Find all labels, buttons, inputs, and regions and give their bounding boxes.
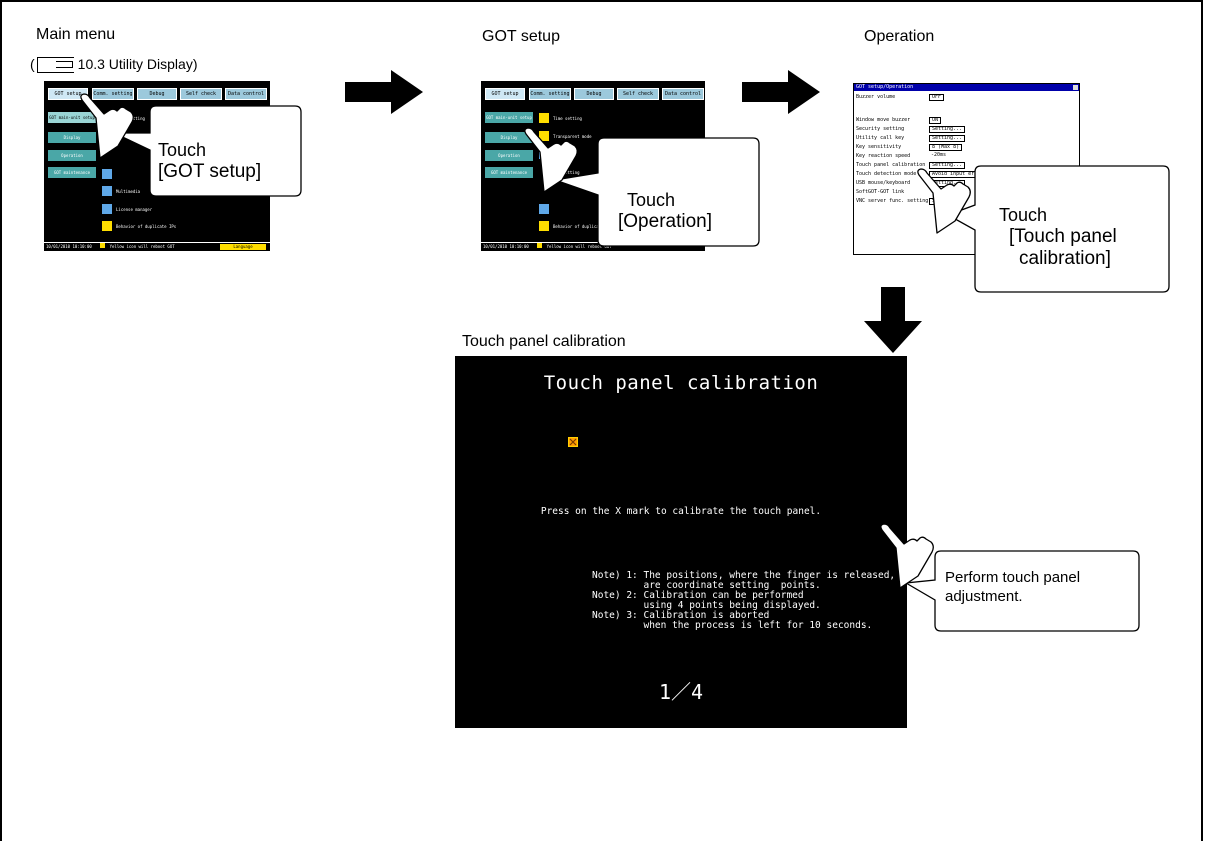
got-setup-label: GOT setup [482, 28, 560, 45]
arrow-right-icon [345, 70, 423, 114]
operation-titlebar: GOT setup/Operation [854, 84, 1079, 91]
x-mark-target-icon[interactable] [568, 437, 578, 447]
calibration-title: Touch panel calibration [543, 372, 819, 394]
arrow-down-icon [864, 287, 922, 353]
reference-link[interactable]: (10.3 Utility Display) [30, 56, 198, 74]
menu-item-time-setting[interactable]: Time setting [553, 116, 582, 121]
security-setting-button[interactable]: Setting... [929, 126, 966, 133]
tab-self-check[interactable]: Self check [180, 88, 222, 100]
calibration-instruction: Press on the X mark to calibrate the tou… [540, 506, 822, 517]
window-buzzer-button[interactable]: ON [929, 117, 942, 124]
tab-data-control[interactable]: Data control [662, 88, 704, 100]
close-icon[interactable] [1073, 85, 1078, 90]
menu-item-vnc[interactable]: VNC setting [553, 170, 580, 175]
calibration-screen: Touch panel calibration Press on the X m… [455, 356, 907, 728]
arrow-right-icon [742, 70, 820, 114]
duplicate-ip-icon [102, 221, 112, 231]
callout-1-text: Touch[GOT setup] [158, 140, 262, 182]
clean-icon [539, 149, 549, 159]
menu-item-clean[interactable]: Clean [553, 152, 566, 157]
side-display[interactable]: Display [485, 132, 533, 143]
buzzer-volume-button[interactable]: OFF [929, 94, 945, 101]
menu-item-license[interactable]: License manager [116, 207, 153, 212]
side-got-maintenance[interactable]: GOT maintenance [485, 167, 533, 178]
vnc-server-button[interactable]: Setting... [929, 198, 966, 205]
multimedia-icon [102, 186, 112, 196]
status-bar: 10/01/2010 10:10:00 Yellow icon will reb… [44, 242, 270, 251]
operation-label: Operation [864, 28, 935, 45]
tab-data-control[interactable]: Data control [225, 88, 267, 100]
side-display[interactable]: Display [48, 132, 96, 143]
row-key-reaction: Key reaction speed-20ms [856, 152, 947, 160]
vnc-icon [102, 169, 112, 179]
tab-debug[interactable]: Debug [574, 88, 614, 100]
reference-pointer-icon [36, 57, 74, 74]
usb-mouse-button[interactable]: Setting... [929, 180, 966, 187]
main-menu-label: Main menu [36, 26, 116, 43]
tab-comm-setting[interactable]: Comm. setting [92, 88, 134, 100]
warning-icon [537, 243, 543, 248]
license-icon [539, 204, 549, 214]
utility-key-button[interactable]: Setting... [929, 135, 966, 142]
calibration-page-indicator: 1／4 [658, 680, 704, 704]
row-softgot-link: SoftGOT-GOT link [856, 189, 905, 195]
status-bar: 10/01/2010 10:10:00 Yellow icon will reb… [481, 242, 705, 251]
menu-item-duplicate-ip[interactable]: Behavior of duplicate IPs [116, 224, 177, 229]
transparent-mode-icon [539, 131, 549, 141]
language-button[interactable]: Language [220, 244, 266, 250]
menu-item-transparent-mode[interactable]: Transparent mode [553, 134, 592, 139]
menu-item-time-setting[interactable]: Time setting [116, 116, 145, 121]
time-setting-icon [539, 113, 549, 123]
calibration-notes: Note) 1: The positions, where the finger… [592, 570, 896, 631]
touch-calibration-button[interactable]: Setting... [929, 162, 966, 169]
side-got-maintenance[interactable]: GOT maintenance [48, 167, 96, 178]
tab-debug[interactable]: Debug [137, 88, 177, 100]
tab-self-check[interactable]: Self check [617, 88, 659, 100]
side-got-main-unit[interactable]: GOT main-unit setup [48, 112, 96, 123]
side-operation[interactable]: Operation [485, 150, 533, 161]
license-icon [102, 204, 112, 214]
key-sensitivity-field[interactable]: 8 (Max 8) [929, 144, 963, 151]
touch-detection-button[interactable]: Avoid input error [929, 171, 987, 178]
callout-2-text: Touch[Operation] [618, 190, 712, 232]
tab-got-setup[interactable]: GOT setup [485, 88, 525, 100]
time-setting-icon [102, 113, 112, 123]
warning-icon [100, 243, 106, 248]
side-got-main-unit[interactable]: GOT main-unit setup [485, 112, 533, 123]
tab-comm-setting[interactable]: Comm. setting [529, 88, 571, 100]
menu-item-multimedia[interactable]: Multimedia [116, 189, 141, 194]
menu-item-duplicate-ip[interactable]: Behavior of duplicate IPs [553, 224, 614, 229]
duplicate-ip-icon [539, 221, 549, 231]
calibration-label: Touch panel calibration [462, 333, 626, 350]
tab-got-setup[interactable]: GOT setup [48, 88, 88, 100]
side-operation[interactable]: Operation [48, 150, 96, 161]
